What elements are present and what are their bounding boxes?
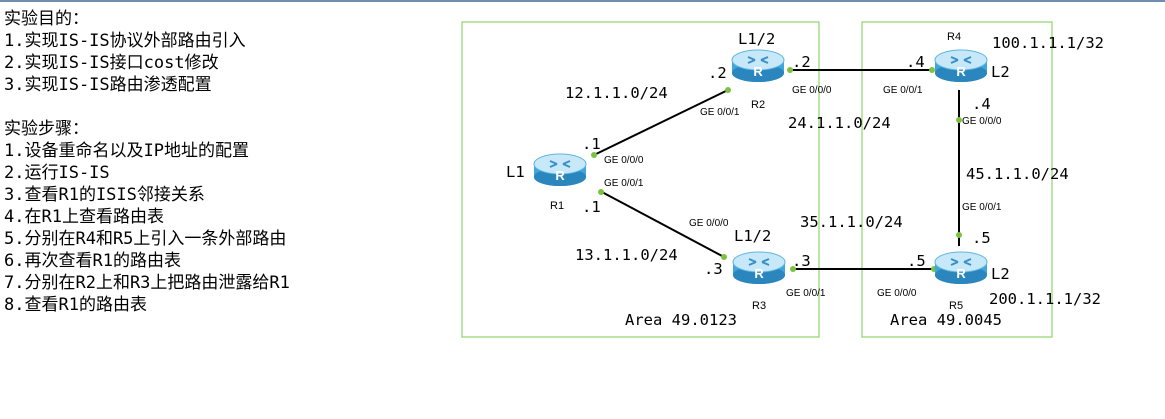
area-box-0123 xyxy=(461,21,820,338)
area-label-0123: Area 49.0123 xyxy=(625,311,737,329)
endpoint-dot xyxy=(598,189,604,195)
step-item: 1.设备重命名以及IP地址的配置 xyxy=(4,141,249,161)
step-item: 2.运行IS-IS xyxy=(4,163,110,183)
interface-label: GE 0/0/1 xyxy=(962,202,1002,213)
interface-label: GE 0/0/1 xyxy=(883,85,923,96)
step-item: 8.查看R1的路由表 xyxy=(4,295,147,315)
router-icon[interactable] xyxy=(934,251,988,285)
endpoint-dot xyxy=(721,254,727,260)
network-label-r2-r4: 24.1.1.0/24 xyxy=(788,114,891,132)
router-name-r2: R2 xyxy=(751,99,765,111)
step-item: 4.在R1上查看路由表 xyxy=(4,207,164,227)
host-id: .4 xyxy=(972,95,991,113)
router-level-r1: L1 xyxy=(506,163,525,181)
area-label-0045: Area 49.0045 xyxy=(890,311,1002,329)
host-id: .1 xyxy=(582,135,601,153)
window-top-border xyxy=(0,0,1165,2)
interface-label: GE 0/0/0 xyxy=(689,218,729,229)
interface-label: GE 0/0/0 xyxy=(604,155,644,166)
lab-instructions: 实验目的： 1.实现IS-IS协议外部路由引入 2.实现IS-IS接口cost修… xyxy=(4,8,290,316)
router-name-r5: R5 xyxy=(949,300,963,312)
router-icon[interactable] xyxy=(934,49,988,83)
network-label-r4-r5: 45.1.1.0/24 xyxy=(966,165,1069,183)
objectives-heading: 实验目的： xyxy=(4,9,89,29)
interface-label: GE 0/0/0 xyxy=(962,116,1002,127)
step-item: 3.查看R1的ISIS邻接关系 xyxy=(4,185,205,205)
router-icon[interactable] xyxy=(732,251,786,285)
endpoint-dot xyxy=(790,266,796,272)
endpoint-dot xyxy=(929,67,935,73)
step-item: 6.再次查看R1的路由表 xyxy=(4,251,181,271)
endpoint-dot xyxy=(956,117,962,123)
router-level-r3: L1/2 xyxy=(734,227,771,245)
router-icon[interactable] xyxy=(731,49,785,83)
router-name-r1: R1 xyxy=(550,200,564,212)
objective-item: 3.实现IS-IS路由渗透配置 xyxy=(4,75,212,95)
router-name-r3: R3 xyxy=(752,300,766,312)
host-id: .3 xyxy=(704,260,723,278)
endpoint-dot xyxy=(956,232,962,238)
interface-label: GE 0/0/1 xyxy=(786,288,826,299)
router-icon[interactable] xyxy=(533,153,587,187)
objective-item: 2.实现IS-IS接口cost修改 xyxy=(4,53,219,73)
router-level-r4: L2 xyxy=(991,63,1010,81)
link-r1-r3 xyxy=(599,190,725,258)
interface-label: GE 0/0/1 xyxy=(700,107,740,118)
host-id: .5 xyxy=(907,252,926,270)
endpoint-dot xyxy=(787,67,793,73)
area-box-0045 xyxy=(861,21,1053,338)
network-label-r1-r2: 12.1.1.0/24 xyxy=(565,84,668,102)
objective-item: 1.实现IS-IS协议外部路由引入 xyxy=(4,31,246,51)
step-item: 5.分别在R4和R5上引入一条外部路由 xyxy=(4,229,287,249)
endpoint-dot xyxy=(725,87,731,93)
step-item: 7.分别在R2上和R3上把路由泄露给R1 xyxy=(4,273,290,293)
router-level-r5: L2 xyxy=(991,265,1010,283)
router-name-r4: R4 xyxy=(947,31,961,43)
loopback-r4: 100.1.1.1/32 xyxy=(992,34,1104,52)
host-id: .3 xyxy=(792,252,811,270)
loopback-r5: 200.1.1.1/32 xyxy=(989,290,1101,308)
interface-label: GE 0/0/0 xyxy=(792,85,832,96)
link-endpoints xyxy=(591,67,962,272)
network-label-r1-r3: 13.1.1.0/24 xyxy=(575,246,678,264)
router-level-r2: L1/2 xyxy=(738,30,775,48)
host-id: .5 xyxy=(972,229,991,247)
link-r1-r2 xyxy=(593,89,729,156)
host-id: .2 xyxy=(792,53,811,71)
interface-label: GE 0/0/1 xyxy=(604,178,644,189)
steps-heading: 实验步骤： xyxy=(4,119,89,139)
host-id: .4 xyxy=(906,53,925,71)
network-label-r3-r5: 35.1.1.0/24 xyxy=(800,213,903,231)
host-id: .1 xyxy=(582,198,601,216)
endpoint-dot xyxy=(591,152,597,158)
interface-label: GE 0/0/0 xyxy=(877,288,917,299)
host-id: .2 xyxy=(708,64,727,82)
